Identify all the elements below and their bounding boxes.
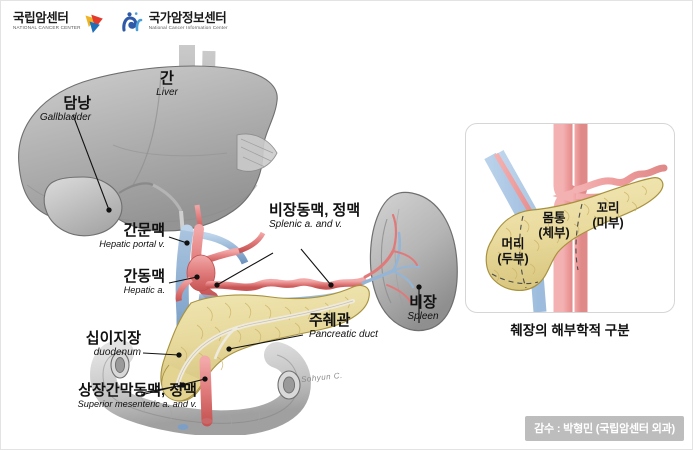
region-body-line2: (체부) bbox=[538, 225, 569, 240]
label-hepatic-artery-kr: 간동맥 bbox=[123, 268, 165, 285]
label-hepatic-artery: 간동맥 Hepatic a. bbox=[85, 269, 165, 295]
divider-head-body bbox=[519, 215, 527, 289]
label-spleen: 비장 Spleen bbox=[395, 295, 451, 322]
label-duodenum-kr: 십이지장 bbox=[85, 330, 141, 347]
region-tail-line2: (미부) bbox=[592, 215, 623, 230]
logo-ncic-korean-text: 국가암정보센터 bbox=[148, 10, 227, 25]
logo-national-cancer-center: 국립암센터 NATIONAL CANCER CENTER bbox=[13, 10, 107, 34]
label-gallbladder-kr: 담낭 bbox=[63, 95, 91, 112]
label-pancreatic-duct-en: Pancreatic duct bbox=[309, 328, 378, 340]
pancreas-regions-panel: 머리 (두부) 몸통 (체부) 꼬리 (미부) bbox=[465, 123, 675, 313]
region-head-line2: (두부) bbox=[497, 252, 528, 266]
label-pancreatic-duct: 주췌관 Pancreatic duct bbox=[309, 313, 378, 340]
logo-ncc-english-text: NATIONAL CANCER CENTER bbox=[13, 25, 81, 31]
spleen-organ bbox=[361, 191, 458, 331]
superior-mesenteric-vessels bbox=[177, 355, 213, 433]
label-gallbladder: 담낭 Gallbladder bbox=[7, 96, 91, 123]
hepatic-portal-vein bbox=[175, 224, 249, 372]
label-liver-kr: 간 bbox=[160, 70, 174, 87]
panel-caption: 췌장의 해부학적 구분 bbox=[510, 323, 630, 338]
label-superior-mesenteric-vessels-kr: 상장간막동맥, 정맥 bbox=[78, 382, 197, 399]
label-spleen-en: Spleen bbox=[407, 310, 439, 322]
logo-ncic-english-text: National Cancer Information Center bbox=[148, 25, 228, 31]
logo-national-cancer-information-center: 국가암정보센터 National Cancer Information Cent… bbox=[121, 11, 228, 32]
label-splenic-vessels-en: Splenic a. and v. bbox=[269, 218, 343, 230]
label-duodenum-en: duodenum bbox=[93, 346, 141, 358]
splenic-artery bbox=[205, 277, 367, 291]
label-hepatic-artery-en: Hepatic a. bbox=[123, 284, 165, 295]
panel-pancreas-organ bbox=[485, 177, 664, 291]
label-hepatic-portal-vein-en: Hepatic portal v. bbox=[99, 238, 165, 249]
credit-badge: 감수 : 박형민 (국립암센터 외과) bbox=[525, 416, 684, 441]
region-body-line1: 몸통 bbox=[542, 210, 566, 225]
label-liver: 간 Liver bbox=[139, 71, 195, 98]
label-gallbladder-en: Gallbladder bbox=[39, 111, 91, 123]
anatomy-svg bbox=[18, 45, 458, 435]
ncc-ribbon-logo-icon bbox=[85, 11, 107, 34]
label-hepatic-portal-vein: 간문맥 Hepatic portal v. bbox=[77, 223, 165, 249]
logo-ncc-korean-text: 국립암센터 bbox=[13, 10, 69, 25]
pancreas-regions-svg: 머리 (두부) 몸통 (체부) 꼬리 (미부) bbox=[484, 124, 668, 312]
leader-lines bbox=[72, 114, 422, 396]
label-spleen-kr: 비장 bbox=[409, 294, 437, 311]
label-superior-mesenteric-vessels-en: Superior mesenteric a. and v. bbox=[77, 398, 197, 409]
divider-uncinate bbox=[491, 273, 539, 285]
label-superior-mesenteric-vessels: 상장간막동맥, 정맥 Superior mesenteric a. and v. bbox=[11, 383, 197, 409]
anatomy-illustration bbox=[1, 35, 461, 435]
label-splenic-vessels: 비장동맥, 정맥 Splenic a. and v. bbox=[269, 203, 360, 230]
label-hepatic-portal-vein-kr: 간문맥 bbox=[123, 222, 165, 239]
label-pancreatic-duct-kr: 주췌관 bbox=[309, 312, 351, 329]
label-duodenum: 십이지장 duodenum bbox=[37, 331, 141, 358]
label-liver-en: Liver bbox=[156, 86, 178, 98]
panel-region-labels: 머리 (두부) 몸통 (체부) 꼬리 (미부) bbox=[497, 200, 623, 266]
region-tail-line1: 꼬리 bbox=[596, 200, 619, 215]
ncic-figure-logo-icon bbox=[121, 12, 143, 32]
logo-bar: 국립암센터 NATIONAL CANCER CENTER 국가암정보센터 Nat… bbox=[13, 10, 228, 34]
label-splenic-vessels-kr: 비장동맥, 정맥 bbox=[269, 202, 361, 219]
region-head-line1: 머리 bbox=[501, 236, 524, 251]
